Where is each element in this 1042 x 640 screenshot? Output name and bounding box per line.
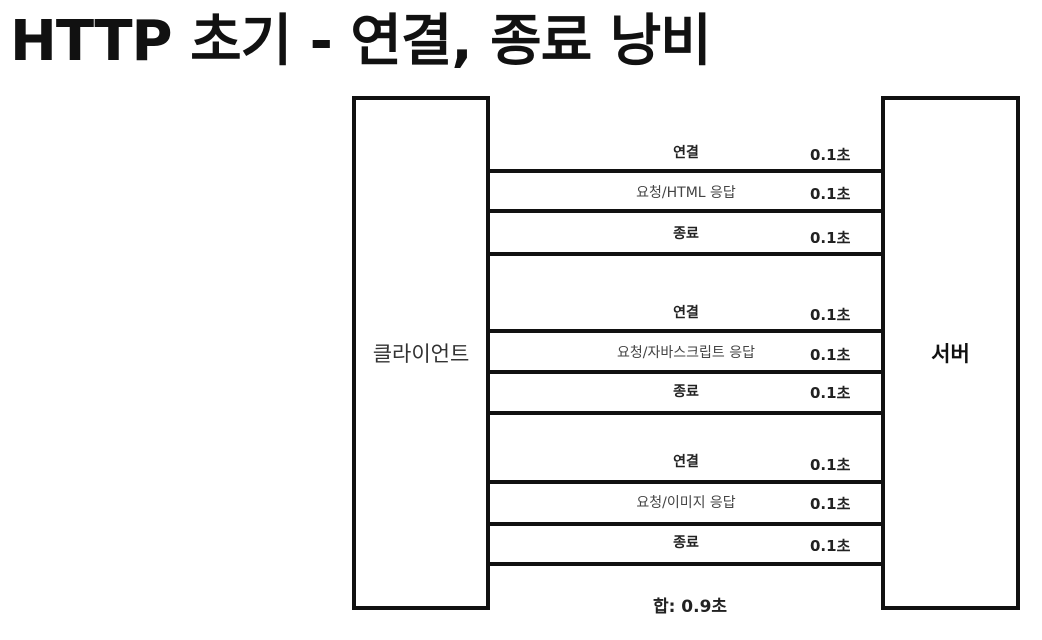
- connection-line: [488, 370, 883, 374]
- page-title: HTTP 초기 - 연결, 종료 낭비: [10, 9, 712, 74]
- step-time: 0.1초: [810, 146, 851, 164]
- connection-line: [488, 209, 883, 213]
- step-time: 0.1초: [810, 537, 851, 555]
- step-time: 0.1초: [810, 185, 851, 203]
- connection-line: [488, 480, 883, 484]
- total-time-label: 합: 0.9초: [652, 597, 728, 617]
- connection-line: [488, 169, 883, 173]
- step-time: 0.1초: [810, 306, 851, 324]
- step-time: 0.1초: [810, 229, 851, 247]
- step-time: 0.1초: [810, 384, 851, 402]
- step-label-request: 요청/자바스크립트 응답: [617, 345, 755, 361]
- step-label-close: 종료: [673, 384, 699, 400]
- client-box: 클라이언트: [352, 96, 490, 610]
- step-label-close: 종료: [673, 535, 699, 551]
- step-label-close: 종료: [673, 226, 699, 242]
- step-label-request: 요청/이미지 응답: [636, 495, 736, 511]
- step-time: 0.1초: [810, 495, 851, 513]
- server-box: 서버: [881, 96, 1020, 610]
- connection-line: [488, 411, 883, 415]
- server-label: 서버: [931, 342, 970, 366]
- connection-line: [488, 252, 883, 256]
- connection-line: [488, 522, 883, 526]
- step-time: 0.1초: [810, 346, 851, 364]
- step-label-request: 요청/HTML 응답: [636, 185, 736, 201]
- step-label-connect: 연결: [673, 305, 699, 321]
- step-label-connect: 연결: [673, 145, 699, 161]
- step-time: 0.1초: [810, 456, 851, 474]
- client-label: 클라이언트: [372, 342, 470, 366]
- step-label-connect: 연결: [673, 454, 699, 470]
- connection-line: [488, 329, 883, 333]
- connection-line: [488, 562, 883, 566]
